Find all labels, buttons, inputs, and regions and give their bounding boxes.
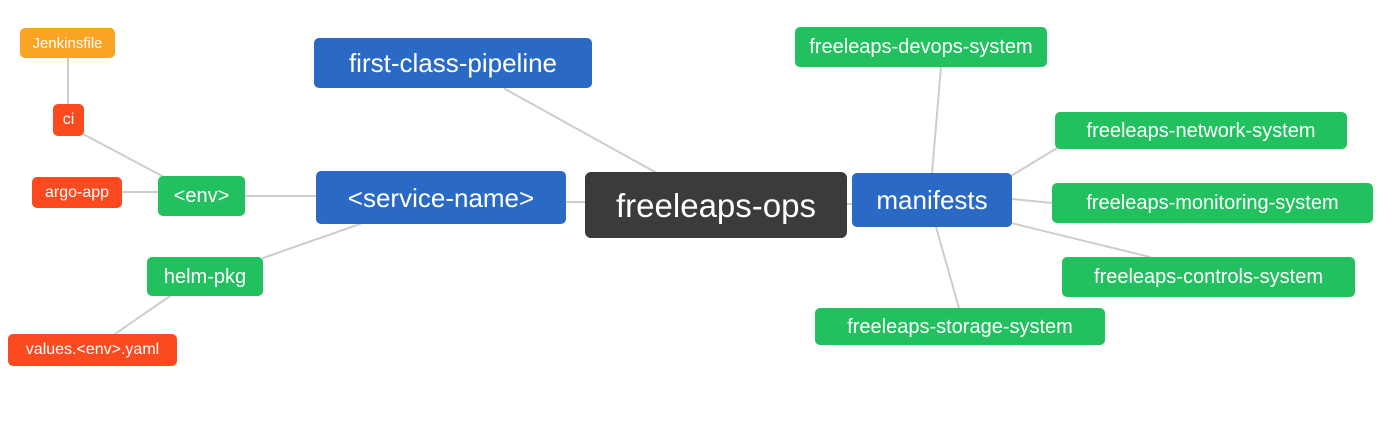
edge-manifests-to-storage-system [935, 226, 960, 309]
mindmap-node-values-env-yaml[interactable]: values.<env>.yaml [8, 334, 177, 366]
mindmap-node-network-system[interactable]: freeleaps-network-system [1055, 112, 1347, 149]
edge-first-class-pipeline-to-freeleaps-ops [504, 88, 656, 173]
edge-manifests-to-monitoring-system [1011, 198, 1053, 204]
mindmap-node-service-name[interactable]: <service-name> [316, 171, 566, 224]
edge-service-name-to-helm-pkg [262, 223, 361, 259]
mindmap-node-storage-system[interactable]: freeleaps-storage-system [815, 308, 1105, 345]
mindmap-node-devops-system[interactable]: freeleaps-devops-system [795, 27, 1047, 67]
edge-manifests-to-network-system [1010, 147, 1058, 177]
mindmap-node-freeleaps-ops[interactable]: freeleaps-ops [585, 172, 847, 238]
mindmap-node-argo-app[interactable]: argo-app [32, 177, 122, 208]
edge-helm-pkg-to-values-env-yaml [114, 295, 171, 335]
mindmap-node-first-class-pipeline[interactable]: first-class-pipeline [314, 38, 592, 88]
mindmap-node-env[interactable]: <env> [158, 176, 245, 216]
mindmap-node-controls-system[interactable]: freeleaps-controls-system [1062, 257, 1355, 297]
mindmap-node-helm-pkg[interactable]: helm-pkg [147, 257, 263, 296]
mindmap-node-monitoring-system[interactable]: freeleaps-monitoring-system [1052, 183, 1373, 223]
mindmap-node-ci[interactable]: ci [53, 104, 84, 136]
edge-manifests-to-controls-system [1010, 222, 1151, 258]
mindmap-node-manifests[interactable]: manifests [852, 173, 1012, 227]
edge-ci-to-env [82, 133, 167, 179]
edge-manifests-to-devops-system [931, 66, 942, 174]
mindmap-node-jenkinsfile[interactable]: Jenkinsfile [20, 28, 115, 58]
